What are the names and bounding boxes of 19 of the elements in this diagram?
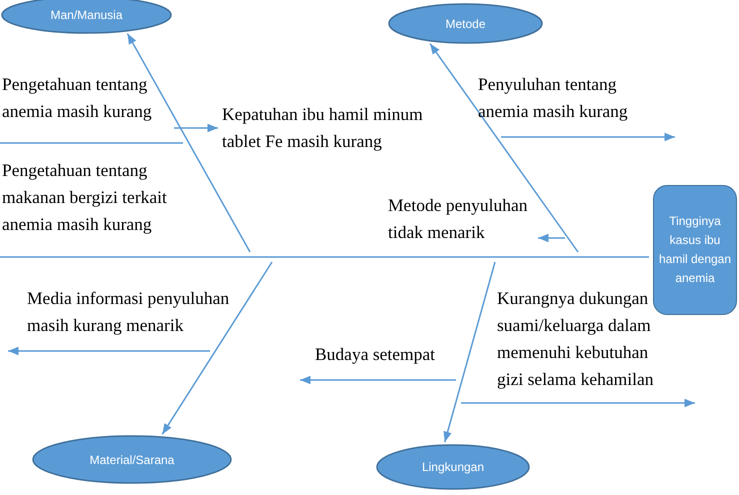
arrow: [444, 262, 496, 442]
spine-line: [0, 256, 649, 258]
category-label: Metode: [445, 16, 486, 30]
category-label: Material/Sarana: [90, 452, 174, 466]
cause-text: Media informasi penyuluhan masih kurang menarik: [27, 285, 242, 339]
arrow: [162, 262, 273, 435]
arrow: [538, 234, 565, 242]
category-label: Lingkungan: [422, 460, 484, 474]
category-label: Man/Manusia: [50, 8, 123, 22]
arrow: [174, 124, 218, 132]
cause-text: Kepatuhan ibu hamil minum tablet Fe masih kurang: [222, 101, 437, 155]
effect-box: Tingginya kasus ibu hamil dengan anemia: [653, 185, 737, 315]
cause-text: Pengetahuan tentang makanan bergizi terkait anemia masih kurang: [2, 157, 182, 238]
cause-text: Budaya setempat: [315, 341, 450, 368]
arrow: [429, 43, 579, 252]
cause-text: Metode penyuluhan tidak menarik: [388, 192, 534, 246]
arrow: [126, 33, 251, 252]
cause-text: Penyuluhan tentang anemia masih kurang: [478, 71, 656, 125]
cause-text: Pengetahuan tentang anemia masih kurang: [2, 71, 170, 125]
